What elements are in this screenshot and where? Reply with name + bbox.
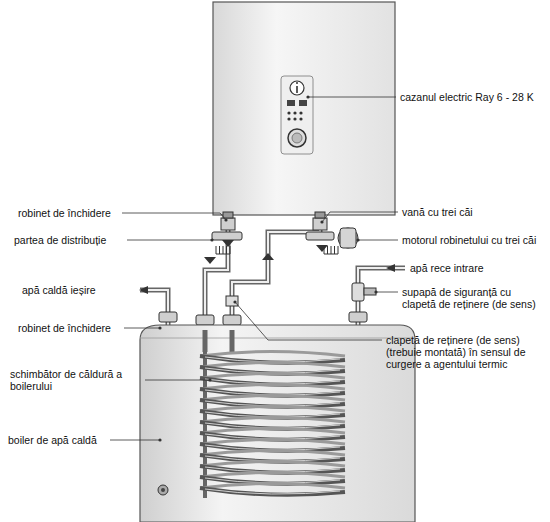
display [287, 100, 295, 106]
boiler-label: cazanul electric Ray 6 - 28 K [400, 91, 534, 103]
motor-label: motorul robinetului cu trei căi [402, 234, 546, 246]
tank-top-seam [140, 338, 415, 339]
boiler-body [213, 2, 395, 215]
exchanger-label: schimbător de căldură a boilerului [10, 368, 140, 392]
display [299, 100, 307, 106]
coil-pipe [203, 330, 208, 352]
inlet-label: apă rece intrare [410, 262, 484, 274]
radiator-symbol [216, 246, 338, 254]
info-icon [290, 81, 304, 95]
buttons [287, 111, 302, 120]
outlet-label: apă caldă ieșire [22, 284, 96, 296]
valve-label: supapă de siguranță cu clapetă de reține… [402, 286, 546, 310]
leader-dot [158, 95, 377, 441]
knob [292, 133, 302, 143]
info-icon [296, 86, 298, 93]
valve-label: vană cu trei căi [402, 206, 473, 218]
part-label: partea de distribuție [14, 234, 106, 246]
flow-arrow [139, 240, 395, 294]
control-panel [281, 76, 313, 154]
hot-water-tank [140, 325, 415, 522]
valve-label: clapetă de reținere (de sens) (trebuie m… [386, 334, 546, 370]
heat-exchanger-coil [200, 352, 345, 495]
thermometer [158, 485, 168, 495]
tank-label: boiler de apă caldă [8, 434, 97, 446]
info-icon [296, 82, 298, 84]
knob [288, 129, 306, 147]
leader-line [110, 97, 398, 440]
thermometer [161, 488, 165, 492]
pipes [140, 215, 405, 330]
pipes [140, 215, 405, 330]
valves [159, 212, 376, 325]
coil-pipe [230, 330, 235, 352]
valve-label: robinet de închidere [18, 322, 111, 334]
valve-label: robinet de închidere [18, 207, 111, 219]
